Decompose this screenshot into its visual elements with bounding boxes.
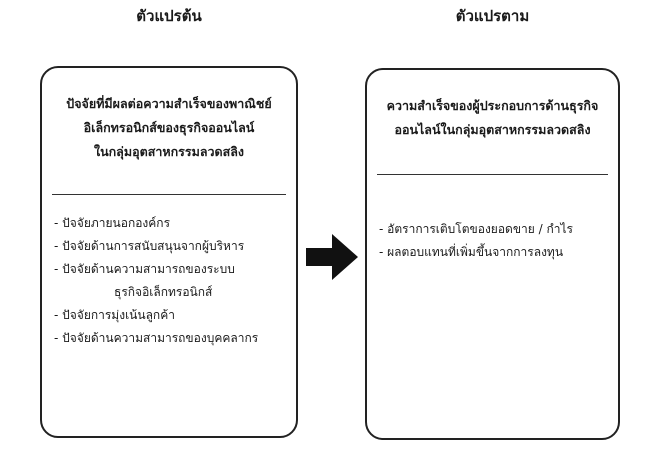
independent-factor-list: - ปัจจัยภายนอกองค์กร - ปัจจัยด้านการสนับ… xyxy=(54,212,288,350)
list-item-text: - ปัจจัยด้านความสามารถของระบบ xyxy=(54,262,235,276)
independent-box-title: ปัจจัยที่มีผลต่อความสำเร็จของพาณิชย์ อิเ… xyxy=(42,92,296,164)
title-divider xyxy=(52,194,286,195)
dependent-outcome-list: - อัตราการเติบโตของยอดขาย / กำไร - ผลตอบ… xyxy=(379,218,610,264)
title-line: ปัจจัยที่มีผลต่อความสำเร็จของพาณิชย์ xyxy=(66,96,272,111)
list-item: - ผลตอบแทนที่เพิ่มขึ้นจากการลงทุน xyxy=(379,241,610,264)
title-line: อิเล็กทรอนิกส์ของธุรกิจออนไลน์ xyxy=(83,120,255,135)
list-item-text: - อัตราการเติบโตของยอดขาย / กำไร xyxy=(379,222,573,236)
list-item: - ปัจจัยด้านความสามารถของบุคคลากร xyxy=(54,327,288,350)
independent-variable-box: ปัจจัยที่มีผลต่อความสำเร็จของพาณิชย์ อิเ… xyxy=(40,66,298,438)
title-line: ออนไลน์ในกลุ่มอุตสาหกรรมลวดสลิง xyxy=(394,122,591,137)
list-item: - ปัจจัยด้านความสามารถของระบบ ธุรกิจอิเล… xyxy=(54,258,288,304)
title-divider xyxy=(377,174,608,175)
dependent-variable-box: ความสำเร็จของผู้ประกอบการด้านธุรกิจ ออนไ… xyxy=(365,68,620,440)
list-item-text: - ปัจจัยการมุ่งเน้นลูกค้า xyxy=(54,308,175,322)
list-item-text: - ปัจจัยด้านการสนับสนุนจากผู้บริหาร xyxy=(54,239,245,253)
list-item: - ปัจจัยด้านการสนับสนุนจากผู้บริหาร xyxy=(54,235,288,258)
dependent-box-title: ความสำเร็จของผู้ประกอบการด้านธุรกิจ ออนไ… xyxy=(367,94,618,142)
list-item: - อัตราการเติบโตของยอดขาย / กำไร xyxy=(379,218,610,241)
list-item-continuation: ธุรกิจอิเล็กทรอนิกส์ xyxy=(114,285,213,299)
list-item-text: - ผลตอบแทนที่เพิ่มขึ้นจากการลงทุน xyxy=(379,245,564,259)
list-item: - ปัจจัยการมุ่งเน้นลูกค้า xyxy=(54,304,288,327)
list-item-text: - ปัจจัยภายนอกองค์กร xyxy=(54,216,171,230)
dependent-variable-heading: ตัวแปรตาม xyxy=(455,7,530,25)
list-item: - ปัจจัยภายนอกองค์กร xyxy=(54,212,288,235)
independent-variable-heading: ตัวแปรต้น xyxy=(136,7,202,25)
right-arrow-icon xyxy=(306,234,358,280)
list-item-text: - ปัจจัยด้านความสามารถของบุคคลากร xyxy=(54,331,259,345)
title-line: ในกลุ่มอุตสาหกรรมลวดสลิง xyxy=(93,144,245,159)
title-line: ความสำเร็จของผู้ประกอบการด้านธุรกิจ xyxy=(386,98,599,113)
